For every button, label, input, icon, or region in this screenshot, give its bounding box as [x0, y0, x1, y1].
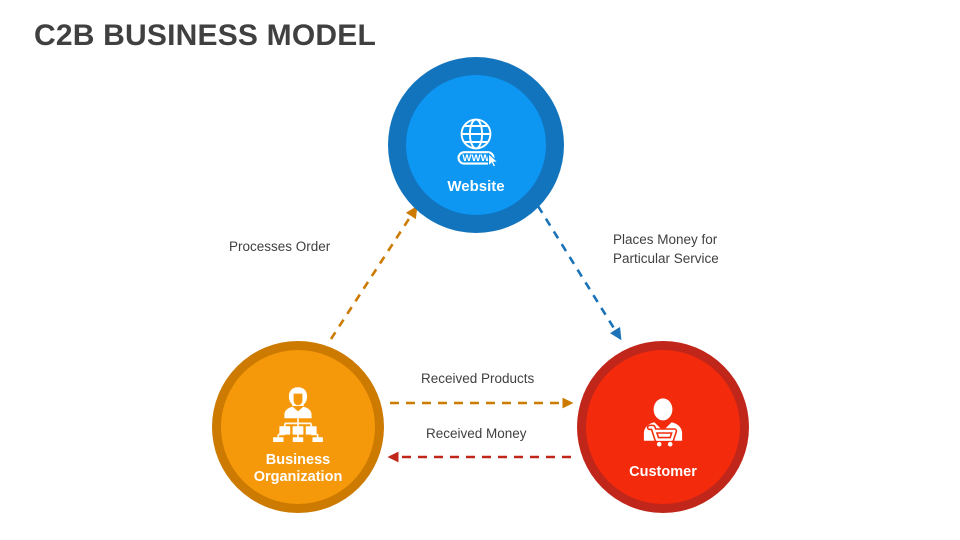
connector-label-processes-order: Processes Order [229, 239, 331, 254]
node-website-body: WWW Website [406, 75, 546, 215]
node-business-label: Business Organization [253, 451, 343, 485]
page-title: C2B BUSINESS MODEL [34, 19, 376, 52]
connector-label-received-products: Received Products [421, 371, 535, 386]
arrow-processes-order [329, 205, 418, 340]
arrow-places-money [536, 205, 622, 341]
globe-www-cursor-icon: WWW [447, 117, 505, 168]
connector-label-received-money: Received Money [426, 426, 527, 441]
node-customer-body: Customer [586, 350, 740, 504]
www-text: WWW [462, 153, 490, 164]
node-business-organization[interactable]: Business Organization [212, 341, 384, 513]
node-business-body: Business Organization [221, 350, 375, 504]
node-customer[interactable]: Customer [577, 341, 749, 513]
node-customer-label: Customer [629, 464, 697, 481]
organization-chart-person-icon [267, 386, 329, 446]
person-shopping-cart-icon [634, 398, 692, 450]
node-website[interactable]: WWW Website [388, 57, 564, 233]
connector-label-places-money: Places Money for Particular Service [613, 232, 719, 267]
node-website-label: Website [447, 177, 505, 195]
